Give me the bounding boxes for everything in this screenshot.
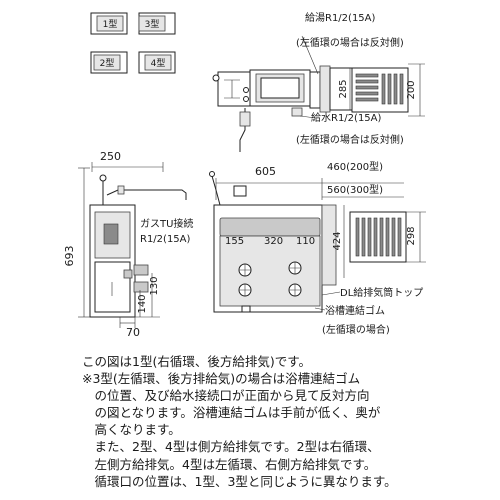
front-grill <box>355 217 402 257</box>
dim-560: 560(300型) <box>327 183 383 196</box>
note-line: ※3型(左循環、後方排給気)の場合は浴槽連結ゴム <box>82 371 361 387</box>
dim-298: 298 <box>406 226 417 245</box>
dim-140: 140 <box>137 294 148 313</box>
type-icon-4-label: 4型 <box>151 58 166 69</box>
type-icon-2-label: 2型 <box>100 58 115 69</box>
top-view: 285 200 給湯R1/2(15A) (左循環の場合は反対側) 給水R1/2(… <box>212 11 425 152</box>
dim-320: 320 <box>264 236 283 247</box>
cold-water-label: 給水R1/2(15A) <box>311 111 382 124</box>
front-width-dim: 605 <box>255 165 276 178</box>
side-height-dim: 693 <box>63 246 76 267</box>
note-line: 循環口の位置は、1型、3型と同じように異なります。 <box>82 473 397 489</box>
type-icon-3-label: 3型 <box>145 19 160 30</box>
hot-water-label: 給湯R1/2(15A) <box>305 11 376 24</box>
front-view: 605 460(200型) 560(300型) 155 320 110 424 <box>209 160 426 336</box>
dim-70: 70 <box>126 326 140 339</box>
note-line: この図は1型(右循環、後方給排気)です。 <box>82 354 311 369</box>
notes-block: この図は1型(右循環、後方給排気)です。 ※3型(左循環、後方排給気)の場合は浴… <box>82 353 500 490</box>
note-line: 高くなります。 <box>82 422 181 438</box>
note-line: 左側方給排気。4型は左循環、右側方給排気です。 <box>82 456 377 472</box>
type-icon-1-label: 1型 <box>103 19 118 30</box>
side-view: 250 693 130 140 70 ガスTU接続 R1/2(15A) <box>63 150 193 339</box>
dim-110: 110 <box>296 236 315 247</box>
type-icon-3: 3型 <box>138 12 176 35</box>
dim-460: 460(200型) <box>327 160 383 173</box>
dim-155: 155 <box>225 236 244 247</box>
gas-connection-label: ガスTU接続 <box>140 217 193 230</box>
dim-130: 130 <box>149 276 160 295</box>
top-grill <box>355 73 404 105</box>
cold-water-note: (左循環の場合は反対側) <box>296 133 404 146</box>
side-width-dim: 250 <box>100 150 121 163</box>
hot-water-note: (左循環の場合は反対側) <box>296 36 404 49</box>
note-line: の位置、及び給水接続口が正面から見て反対方向 <box>82 388 370 404</box>
dim-200: 200 <box>406 80 417 99</box>
note-line: の図となります。浴槽連結ゴムは手前が低く、奥が <box>82 405 381 421</box>
type-icon-1: 1型 <box>90 12 128 35</box>
bath-rubber-note: (左循環の場合) <box>322 323 390 336</box>
note-line: また、2型、4型は側方給排気です。2型は右循環、 <box>82 439 380 455</box>
gas-connection-size: R1/2(15A) <box>140 234 191 245</box>
type-icon-4: 4型 <box>138 51 176 74</box>
bath-rubber-label: 浴槽連結ゴム <box>325 304 385 317</box>
dim-424: 424 <box>332 231 343 250</box>
dim-285: 285 <box>338 79 349 98</box>
type-icon-2: 2型 <box>90 51 128 74</box>
exhaust-top-label: DL給排気筒トップ <box>340 286 423 299</box>
